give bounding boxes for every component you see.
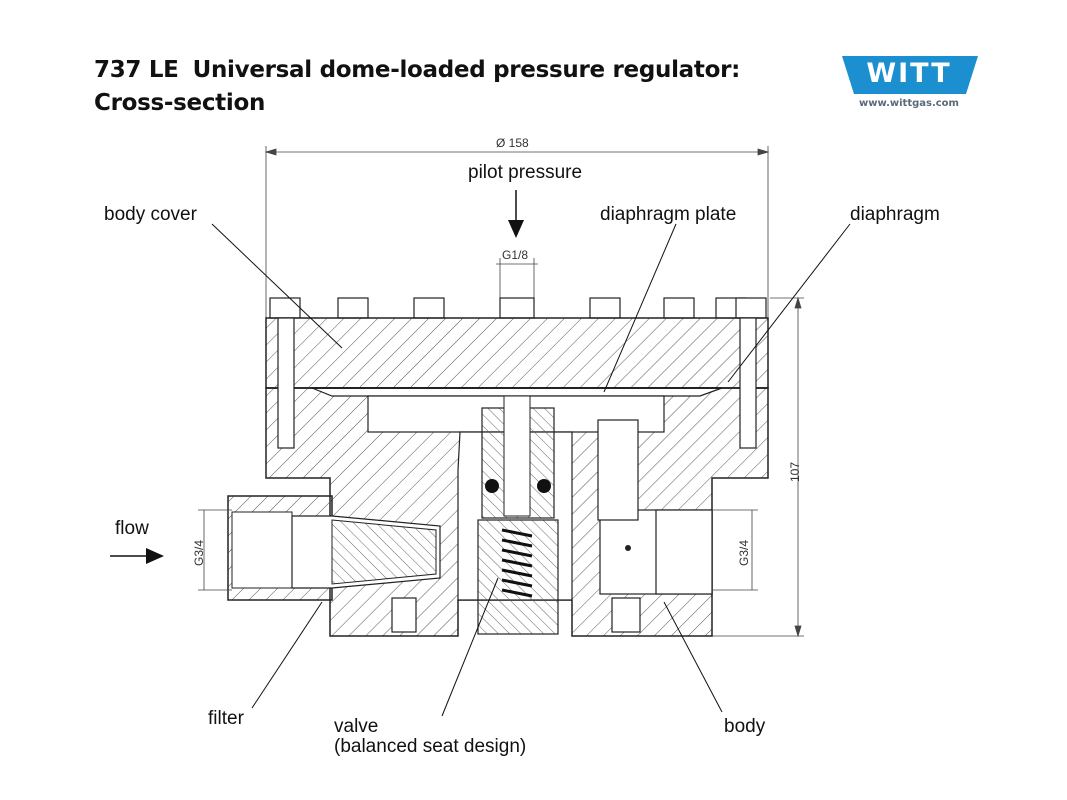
label-valve: valve (334, 716, 379, 737)
label-valve-subtitle: (balanced seat design) (334, 736, 527, 757)
label-diaphragm-plate: diaphragm plate (600, 204, 737, 225)
pilot-port-dimension (496, 258, 538, 300)
logo-brand-text: WITT (866, 58, 952, 89)
label-pilot-pressure: pilot pressure (468, 162, 583, 183)
body-cover (265, 317, 769, 389)
cover-bolts (269, 297, 767, 319)
logo-url: www.wittgas.com (859, 98, 959, 109)
inlet-port (227, 495, 441, 601)
label-diaphragm: diaphragm (850, 204, 940, 225)
pilot-pressure-arrow (508, 190, 524, 238)
dimension-outlet-port: G3/4 (737, 539, 751, 566)
label-body: body (724, 716, 766, 737)
label-flow: flow (115, 518, 149, 539)
page-title: 737 LE Universal dome-loaded pressure reg… (94, 54, 740, 120)
label-body-cover: body cover (104, 204, 197, 225)
model-number: 737 LE (94, 57, 179, 83)
label-filter: filter (208, 708, 244, 729)
dimension-pilot-port: G1/8 (502, 248, 529, 262)
outlet-port (599, 509, 713, 595)
leader-lines (211, 223, 851, 717)
title-line-1: Universal dome-loaded pressure regulator… (192, 57, 741, 83)
dimension-height: 107 (788, 461, 802, 482)
valve-spring (501, 528, 533, 598)
title-line-2: Cross-section (94, 90, 266, 116)
logo-badge-shape (842, 56, 978, 94)
valve-cavity (457, 395, 573, 635)
dimension-diameter: Ø 158 (496, 136, 529, 150)
outlet-passage (597, 419, 639, 521)
dimension-inlet-port: G3/4 (192, 539, 206, 566)
witt-logo: WITT www.wittgas.com (840, 54, 980, 116)
diameter-dimension (264, 146, 770, 318)
port-dimensions (198, 509, 758, 591)
bottom-plugs (391, 597, 641, 633)
flow-arrow (110, 548, 164, 564)
height-dimension (712, 296, 804, 638)
